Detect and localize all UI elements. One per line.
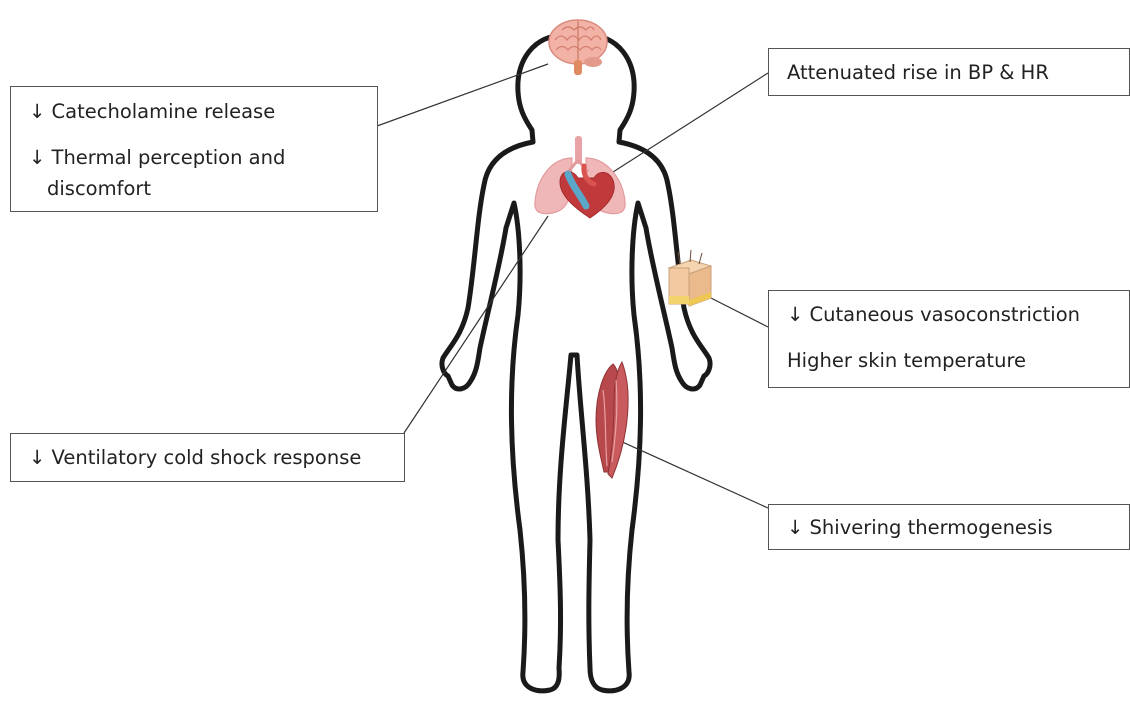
connector-skin: [707, 296, 768, 327]
connector-heart: [588, 73, 768, 188]
brain-effect-line-3: discomfort: [47, 177, 151, 201]
heart-effects-box: Attenuated rise in BP & HR: [768, 48, 1130, 96]
brain-effect-line-2: ↓ Thermal perception and: [29, 146, 285, 170]
thigh-muscle-icon: [596, 362, 628, 478]
heart-effect-line-1: Attenuated rise in BP & HR: [787, 61, 1049, 85]
brain-effect-line-1: ↓ Catecholamine release: [29, 100, 275, 124]
muscle-effects-box: ↓ Shivering thermogenesis: [768, 504, 1130, 550]
body-outline: [442, 35, 710, 691]
lungs-effect-line-1: ↓ Ventilatory cold shock response: [29, 446, 361, 470]
skin-effect-line-2: Higher skin temperature: [787, 349, 1026, 373]
lungs-effects-box: ↓ Ventilatory cold shock response: [10, 433, 405, 482]
brain-icon: [549, 20, 607, 75]
muscle-effect-line-1: ↓ Shivering thermogenesis: [787, 516, 1053, 540]
brain-effects-box: ↓ Catecholamine release ↓ Thermal percep…: [10, 86, 378, 212]
skin-effects-box: ↓ Cutaneous vasoconstriction Higher skin…: [768, 290, 1130, 388]
connector-muscle: [618, 440, 768, 508]
skin-effect-line-1: ↓ Cutaneous vasoconstriction: [787, 303, 1080, 327]
